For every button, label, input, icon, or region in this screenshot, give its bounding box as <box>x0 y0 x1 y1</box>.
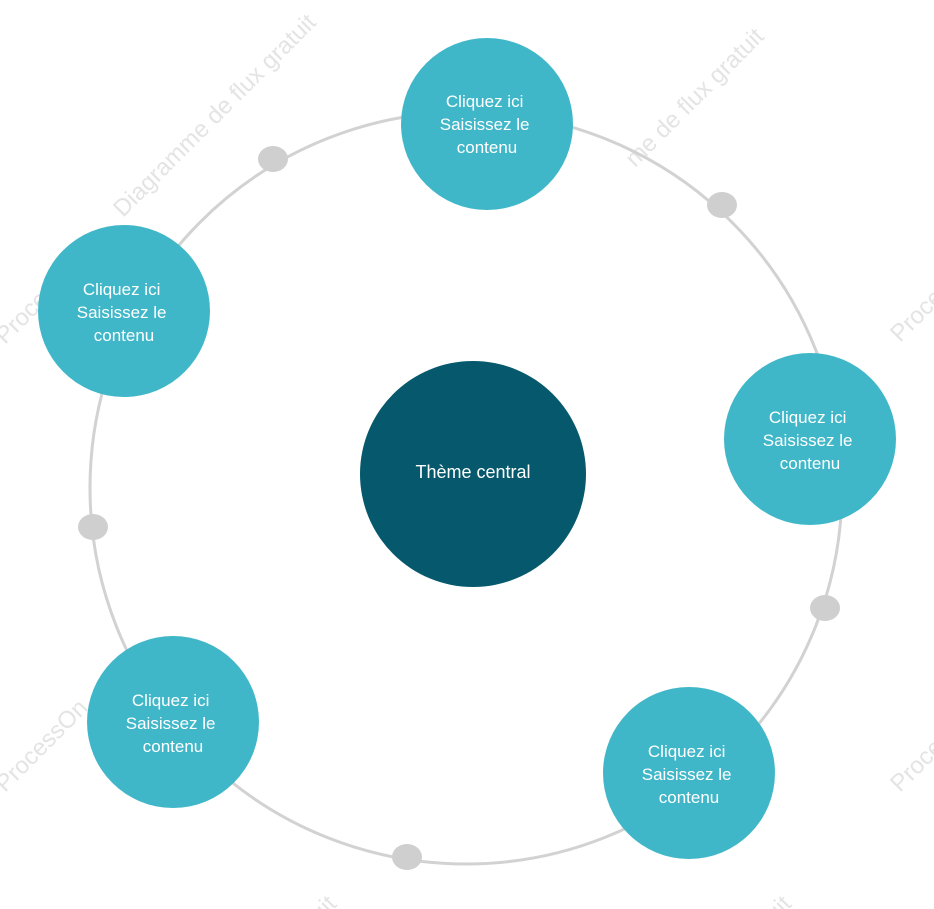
topic-node-label: Cliquez ici Saisissez le contenu <box>77 280 172 345</box>
connector-dot-right-bottom[interactable] <box>810 595 840 621</box>
topic-node-right[interactable]: Cliquez ici Saisissez le contenu <box>724 353 896 525</box>
connector-dot-top-right[interactable] <box>707 192 737 218</box>
topic-node-label: Cliquez ici Saisissez le contenu <box>763 408 858 473</box>
topic-node-bottom-left[interactable]: Cliquez ici Saisissez le contenu <box>87 636 259 808</box>
connector-dot-left[interactable] <box>78 514 108 540</box>
topic-node-label: Cliquez ici Saisissez le contenu <box>440 92 535 157</box>
topic-node-label: Cliquez ici Saisissez le contenu <box>642 742 737 807</box>
topic-node-bottom-right[interactable]: Cliquez ici Saisissez le contenu <box>603 687 775 859</box>
topic-node-label: Cliquez ici Saisissez le contenu <box>126 691 221 756</box>
topic-node-top[interactable]: Cliquez ici Saisissez le contenu <box>401 38 573 210</box>
center-topic-node[interactable]: Thème central <box>360 361 586 587</box>
center-topic-label: Thème central <box>415 462 530 482</box>
topic-node-left[interactable]: Cliquez ici Saisissez le contenu <box>38 225 210 397</box>
connector-dot-bottom[interactable] <box>392 844 422 870</box>
connector-dot-top-left[interactable] <box>258 146 288 172</box>
